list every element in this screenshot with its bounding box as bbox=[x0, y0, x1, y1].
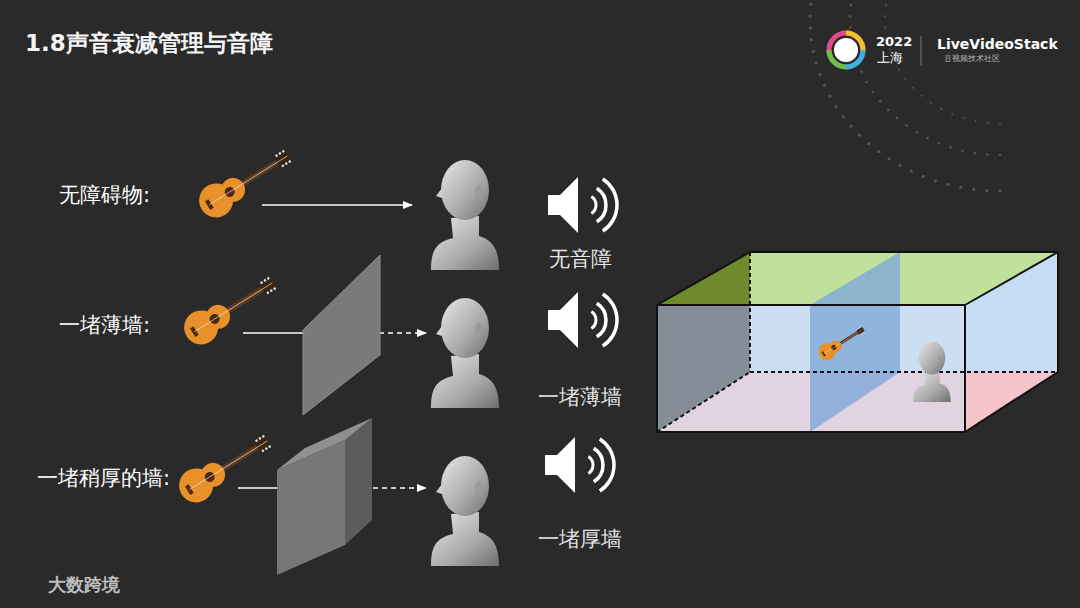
logo-subtitle: 音视频技术社区 bbox=[944, 54, 1000, 64]
decor-dots bbox=[808, 0, 1001, 193]
listener-head bbox=[431, 298, 499, 408]
listener-head bbox=[431, 456, 499, 566]
row-label: 无障碍物: bbox=[59, 183, 150, 208]
guitar-icon bbox=[815, 322, 868, 364]
logo-brand: LiveVideoStack bbox=[937, 36, 1058, 53]
guitar-icon bbox=[178, 267, 283, 350]
guitar-icon bbox=[193, 140, 298, 223]
sound-caption: 一堵厚墙 bbox=[538, 527, 622, 552]
speaker-icon bbox=[545, 437, 614, 493]
listener-head bbox=[431, 160, 499, 270]
row-label: 一堵薄墙: bbox=[59, 313, 150, 338]
logo-city: 上海 bbox=[877, 50, 903, 66]
speaker-icon bbox=[548, 177, 617, 233]
guitar-icon bbox=[173, 425, 278, 508]
sound-caption: 一堵薄墙 bbox=[538, 385, 622, 410]
row-label: 一堵稍厚的墙: bbox=[37, 466, 170, 491]
speaker-icon bbox=[548, 292, 617, 348]
thin-wall bbox=[303, 255, 380, 415]
thick-wall bbox=[277, 418, 372, 575]
logo-year: 2022 bbox=[876, 34, 912, 50]
listener-head bbox=[913, 342, 950, 403]
logo-ring bbox=[829, 33, 921, 67]
slide-title: 1.8声音衰减管理与音障 bbox=[25, 30, 273, 58]
room-3d bbox=[657, 252, 1058, 432]
watermark: 大数跨境 bbox=[48, 574, 120, 596]
sound-arrows bbox=[238, 205, 426, 488]
sound-caption: 无音障 bbox=[549, 247, 612, 272]
